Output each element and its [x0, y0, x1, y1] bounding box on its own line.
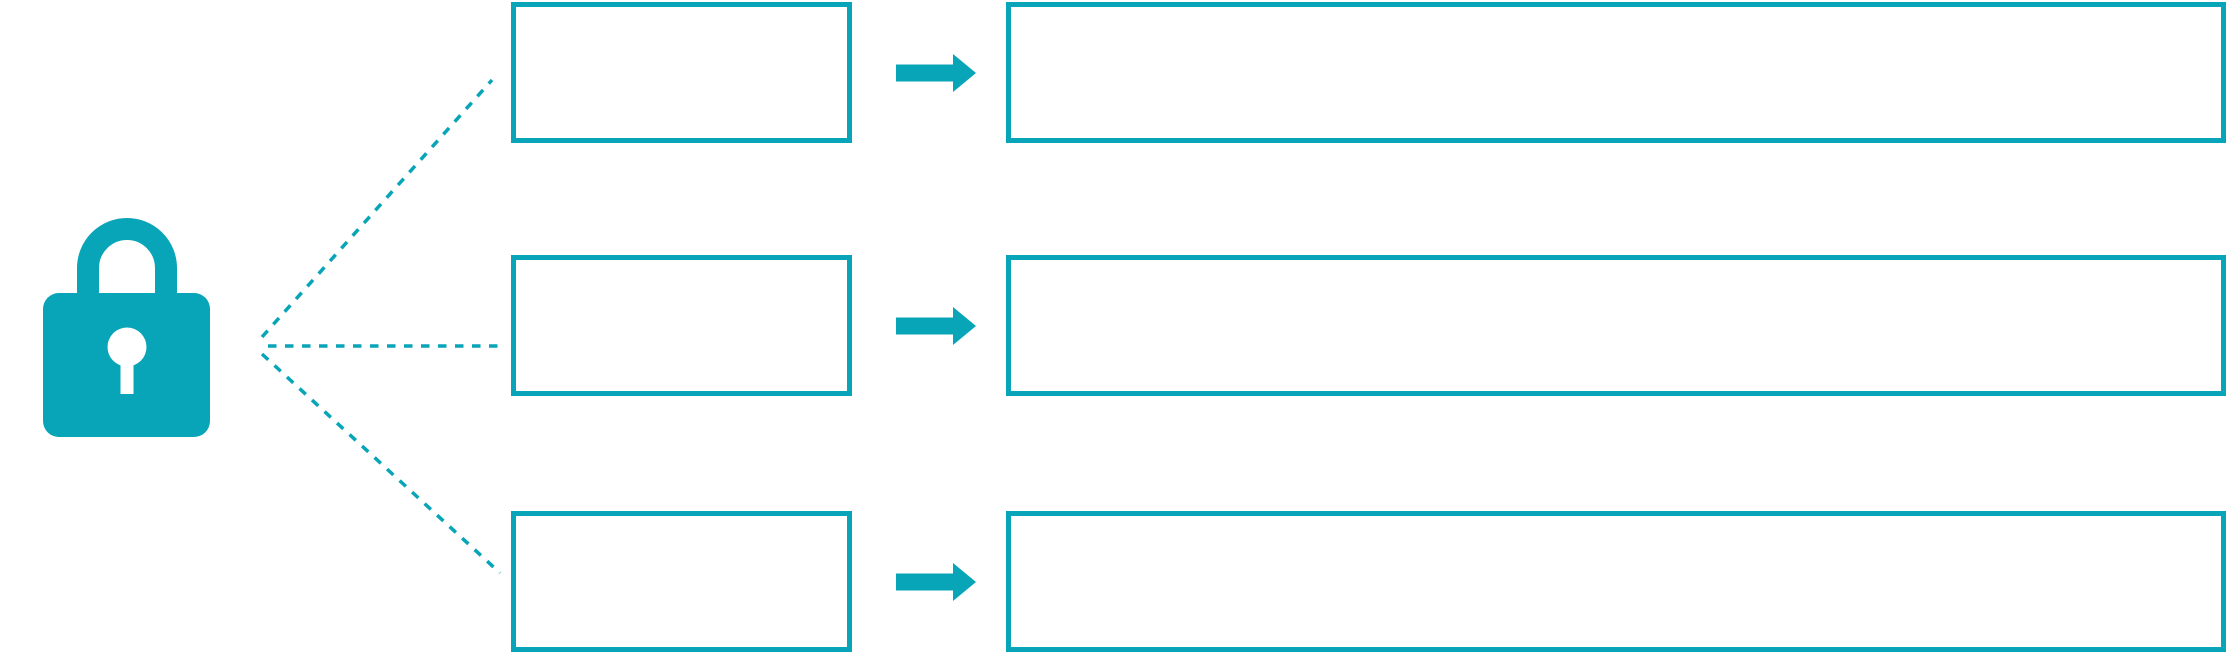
diagram-row-2	[0, 255, 2229, 396]
lock-icon	[40, 215, 213, 440]
term-box-2	[511, 255, 852, 396]
term-box-1	[511, 2, 852, 143]
diagram-row-3	[0, 511, 2229, 652]
definition-box-2	[1006, 255, 2226, 396]
right-arrow-icon	[896, 562, 976, 601]
definition-box-1	[1006, 2, 2226, 143]
diagram-row-1	[0, 2, 2229, 143]
right-arrow-icon	[896, 53, 976, 92]
term-box-3	[511, 511, 852, 652]
right-arrow-icon	[896, 306, 976, 345]
definition-box-3	[1006, 511, 2226, 652]
